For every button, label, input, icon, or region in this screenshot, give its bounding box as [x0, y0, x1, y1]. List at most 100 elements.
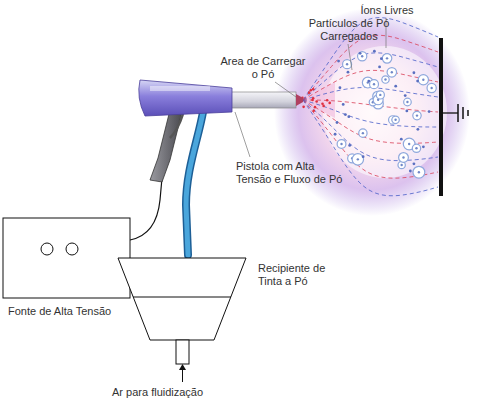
- free-ion: [378, 65, 381, 68]
- charged-particle: [382, 76, 389, 83]
- charged-particle: [412, 144, 420, 152]
- charged-particle: [358, 52, 367, 61]
- charged-particle: [352, 154, 363, 165]
- free-ion: [422, 145, 425, 148]
- charged-particle: [413, 166, 425, 178]
- powder-hose: [186, 112, 203, 255]
- charging-ion: [311, 99, 314, 102]
- powder-particles: [301, 50, 436, 178]
- hv-cable: [130, 178, 162, 240]
- free-ion: [339, 86, 342, 89]
- particle-charge: [340, 143, 342, 145]
- free-ion: [428, 110, 431, 113]
- ground-symbol: [462, 107, 464, 119]
- charged-particle: [343, 60, 352, 69]
- charging-ion: [308, 91, 311, 94]
- particle-charge: [346, 63, 348, 65]
- charging-ion: [309, 89, 312, 92]
- leader-line: [348, 44, 352, 70]
- gun-nozzle: [296, 94, 303, 106]
- part-label: Pistola com Alta Tensão e Fluxo de Pó: [236, 160, 348, 186]
- charging-ion: [312, 109, 315, 112]
- charged-particle: [392, 116, 399, 123]
- powder-hose: [186, 112, 203, 255]
- particle-charge: [400, 164, 402, 166]
- particle-charge: [386, 57, 388, 59]
- leader-line: [235, 112, 250, 157]
- spray-core: [323, 46, 447, 178]
- free-ion: [359, 52, 362, 55]
- particle-charge: [415, 147, 417, 149]
- gun-barrel: [230, 92, 296, 108]
- charging-ion: [314, 106, 317, 109]
- part-label: Partículos de Pó Carregados: [303, 17, 395, 43]
- free-ion: [336, 121, 339, 124]
- field-line: [303, 100, 438, 178]
- particle-charge: [430, 87, 432, 89]
- charging-ion: [326, 99, 329, 102]
- free-ion: [334, 133, 337, 136]
- free-ion: [380, 57, 383, 60]
- particle-charge: [373, 83, 375, 85]
- free-ion: [337, 60, 340, 63]
- charged-particle: [376, 91, 384, 99]
- free-ion: [400, 138, 403, 141]
- charged-particle: [427, 83, 436, 92]
- charged-particle: [337, 140, 346, 149]
- charging-ion: [302, 106, 305, 109]
- free-ion: [416, 128, 419, 131]
- particle-charge: [416, 114, 418, 116]
- free-ion: [416, 80, 419, 83]
- charging-ion: [328, 102, 331, 105]
- charged-particle: [387, 68, 396, 77]
- gun-trigger: [170, 114, 183, 138]
- particle-charge: [408, 143, 410, 145]
- particle-charge: [406, 101, 408, 103]
- free-ion: [409, 170, 412, 173]
- free-ion: [405, 110, 408, 113]
- free-ion: [394, 85, 397, 88]
- particle-charge: [394, 119, 396, 121]
- part-label: Ar para fluidização: [112, 386, 252, 399]
- grounded-part: [439, 38, 443, 196]
- charging-ion: [321, 102, 324, 105]
- free-ion: [342, 103, 345, 106]
- part-label: Area de Carregar o Pó: [218, 55, 308, 81]
- field-lines: [303, 18, 438, 196]
- gun-highlight: [150, 86, 210, 91]
- field-line: [303, 100, 438, 143]
- field-line: [303, 70, 438, 100]
- ground-symbol: [457, 104, 459, 122]
- free-ion: [347, 71, 350, 74]
- free-ion: [413, 71, 416, 74]
- field-line: [303, 53, 438, 100]
- particle-charge: [357, 158, 359, 160]
- particle-charge: [402, 156, 404, 158]
- free-ion: [404, 94, 407, 97]
- particle-charge: [361, 55, 363, 57]
- field-line: [303, 87, 438, 100]
- charged-particle: [359, 129, 367, 137]
- field-line: [303, 18, 438, 100]
- charged-particle: [404, 98, 412, 106]
- particle-charge: [379, 94, 381, 96]
- part-label: Recipiente de Tinta a Pó: [258, 262, 338, 288]
- ground-symbol: [467, 110, 469, 116]
- powder-container: [118, 258, 246, 340]
- air-arrowhead: [179, 364, 186, 370]
- charged-particle: [399, 153, 409, 163]
- free-ion: [367, 80, 370, 83]
- free-ion: [373, 50, 376, 53]
- particle-charge: [362, 132, 364, 134]
- free-ion: [362, 155, 365, 158]
- air-inlet: [176, 340, 189, 364]
- power-supply: [3, 218, 130, 298]
- leader-line: [275, 82, 296, 97]
- charged-particle: [418, 75, 428, 85]
- particle-charge: [391, 71, 393, 73]
- charging-ion: [315, 100, 318, 103]
- particle-charge: [384, 78, 386, 80]
- charging-ion: [312, 88, 315, 91]
